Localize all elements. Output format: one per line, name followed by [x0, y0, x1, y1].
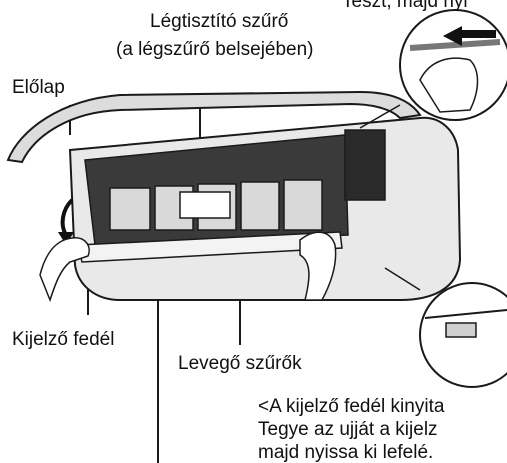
zoom-bottom-leader — [384, 267, 421, 291]
hand-icon-right — [299, 231, 337, 301]
filter-cell — [240, 181, 280, 231]
zoom-top-panel-edge — [409, 39, 501, 51]
display-cover-latch — [445, 322, 477, 338]
note-line-3: majd nyissa ki lefelé. — [258, 442, 434, 463]
filter-cell — [283, 179, 323, 231]
hand-icon-left — [39, 237, 90, 303]
label-front-panel: Előlap — [12, 77, 65, 98]
label-display-cover: Kijelző fedél — [12, 329, 115, 350]
label-air-purifier-line1: Légtisztító szűrő — [150, 11, 289, 32]
hand-icon-zoom — [419, 57, 479, 113]
push-arrow-shaft — [460, 30, 496, 38]
down-arrow-head — [58, 232, 74, 245]
electronics-box — [344, 129, 386, 201]
front-panel-lid — [6, 90, 422, 164]
label-air-purifier-line2: (a légszűrő belsejében) — [116, 39, 314, 60]
filter-cell — [109, 187, 151, 231]
note-line-2: Tegye az ujját a kijelz — [258, 419, 438, 440]
note-line-1: <A kijelző fedél kinyita — [258, 396, 445, 417]
down-arrow-icon — [60, 198, 74, 237]
label-top-clipped: Teszt, majd nyi — [342, 0, 468, 12]
push-arrow-icon — [443, 26, 462, 46]
zoom-top-leader — [359, 104, 401, 129]
zoom-bottom-edge — [424, 309, 507, 319]
label-air-filters: Levegő szűrők — [178, 353, 302, 374]
air-purifying-filter — [179, 191, 231, 219]
